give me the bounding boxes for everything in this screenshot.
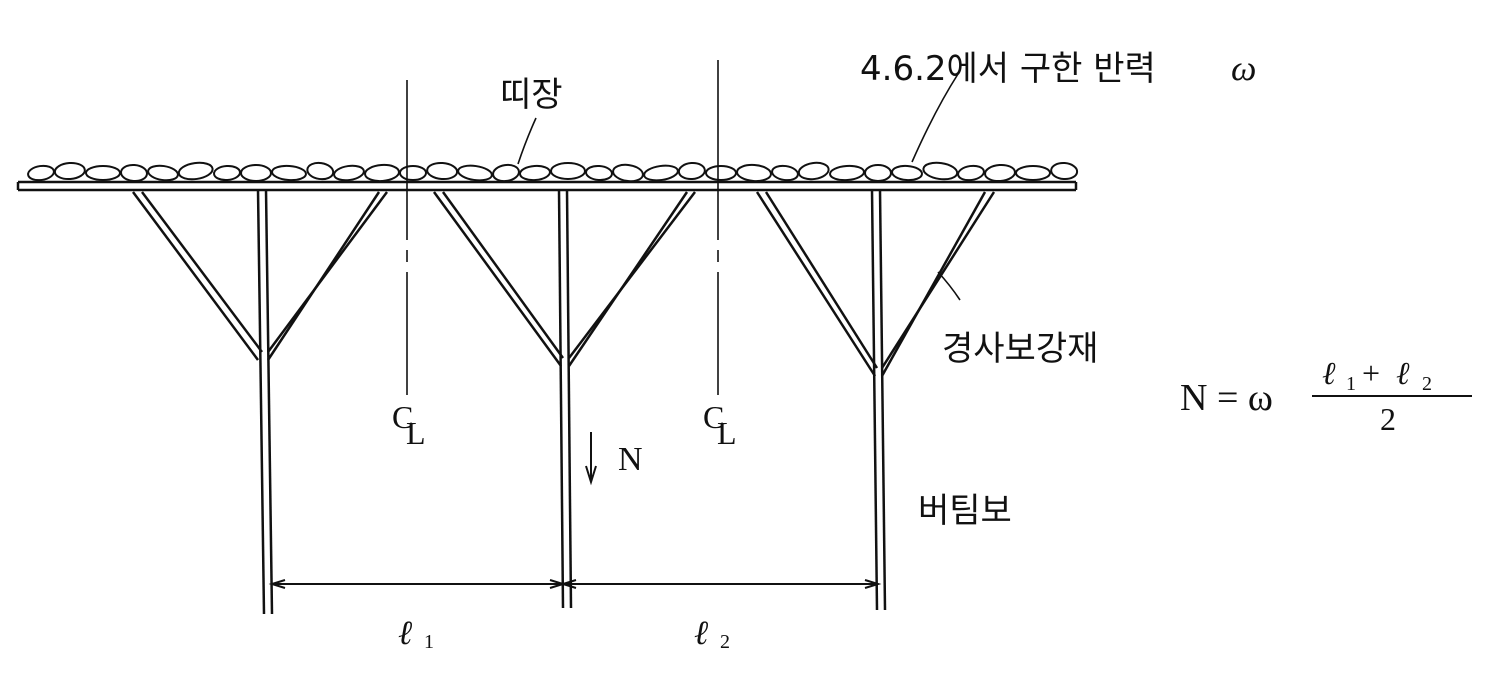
svg-text:ℓ: ℓ: [1322, 355, 1336, 391]
stone: [399, 165, 427, 181]
svg-text:ℓ: ℓ: [1396, 355, 1410, 391]
soil-stones: [27, 161, 1079, 183]
svg-text:1: 1: [1346, 373, 1356, 395]
centerline-symbol-left: C L: [392, 399, 426, 451]
stone: [426, 161, 459, 181]
diagonal-braces: [131, 191, 996, 377]
strut-posts: [256, 189, 887, 615]
span-dimension: [268, 579, 882, 589]
stone: [457, 164, 493, 182]
stone: [147, 164, 179, 182]
leader-wale: [517, 117, 537, 165]
force-label: N: [618, 441, 643, 478]
stone: [1015, 165, 1051, 181]
reaction-label: 4.6.2에서 구한 반력 ω: [860, 48, 1256, 89]
stone: [213, 164, 241, 182]
formula: N = ω ℓ 1 + ℓ 2 2: [1180, 355, 1472, 437]
svg-text:2: 2: [720, 631, 730, 653]
strut-left: [256, 189, 274, 615]
stone: [585, 164, 613, 182]
stone: [1050, 161, 1079, 181]
formula-lhs: N = ω: [1180, 377, 1273, 419]
svg-text:C: C: [392, 399, 413, 435]
svg-text:L: L: [406, 415, 426, 451]
strut-right: [870, 189, 887, 611]
leader-lines: [517, 73, 961, 301]
stone: [677, 161, 706, 181]
svg-text:4.6.2에서 구한 반력: 4.6.2에서 구한 반력: [860, 49, 1156, 89]
leader-reaction: [911, 73, 959, 163]
formula-denominator: 2: [1380, 401, 1396, 437]
stone: [333, 164, 365, 182]
wale-beam: [16, 180, 1078, 192]
stone: [705, 165, 737, 181]
stone: [643, 164, 679, 182]
stone: [891, 164, 923, 182]
formula-numerator: ℓ 1 + ℓ 2: [1322, 355, 1432, 395]
stone: [957, 164, 985, 182]
stone: [27, 164, 55, 182]
stone: [922, 161, 959, 181]
svg-text:ω: ω: [1231, 48, 1256, 88]
force-arrow: [585, 432, 597, 486]
stone: [771, 164, 799, 182]
center-lines: [406, 60, 719, 395]
stone: [177, 161, 214, 181]
stone: [120, 163, 148, 183]
strut-label: 버팀보: [918, 491, 1012, 531]
stone: [797, 161, 830, 181]
stone: [612, 163, 644, 183]
svg-text:+: +: [1362, 355, 1380, 391]
span1-label: ℓ 1: [398, 615, 434, 653]
svg-text:ℓ: ℓ: [398, 615, 412, 652]
stone: [306, 161, 335, 181]
brace-right: [755, 191, 996, 377]
svg-text:1: 1: [424, 631, 434, 653]
stone: [984, 163, 1016, 183]
stone: [829, 164, 865, 182]
stone: [271, 164, 307, 182]
svg-text:L: L: [717, 415, 737, 451]
svg-text:C: C: [703, 399, 724, 435]
brace-middle: [432, 191, 696, 367]
stone: [364, 163, 400, 183]
svg-text:ℓ: ℓ: [694, 615, 708, 652]
stone: [550, 162, 586, 180]
stone: [864, 164, 892, 182]
stone: [53, 161, 86, 181]
stone: [85, 165, 121, 181]
leader-brace: [937, 271, 961, 301]
svg-text:2: 2: [1422, 373, 1432, 395]
stone: [519, 164, 551, 182]
stone: [736, 163, 772, 183]
centerline-symbol-right: C L: [703, 399, 737, 451]
span2-label: ℓ 2: [694, 615, 730, 653]
brace-left: [131, 191, 389, 361]
brace-label: 경사보강재: [942, 329, 1098, 369]
stone: [240, 164, 272, 182]
wale-label: 띠장: [500, 75, 563, 115]
strut-middle: [557, 189, 573, 609]
stone: [492, 163, 520, 183]
